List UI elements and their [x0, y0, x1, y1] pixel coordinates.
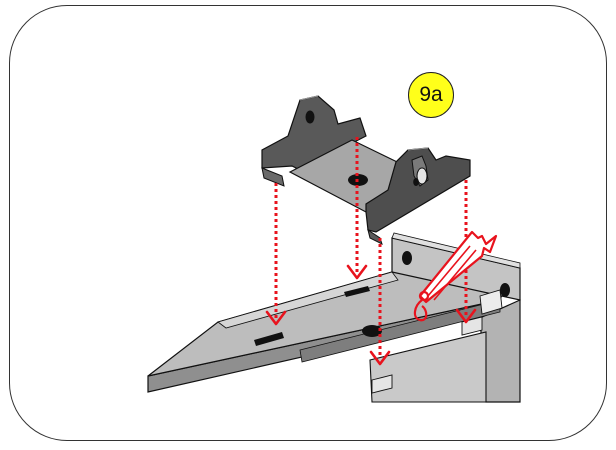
bracket-part	[261, 95, 471, 245]
snap-click-indicator	[418, 230, 498, 304]
arrowhead-group	[265, 264, 477, 366]
fastener-icon	[413, 290, 430, 322]
step-number-badge: 9a	[408, 72, 454, 118]
